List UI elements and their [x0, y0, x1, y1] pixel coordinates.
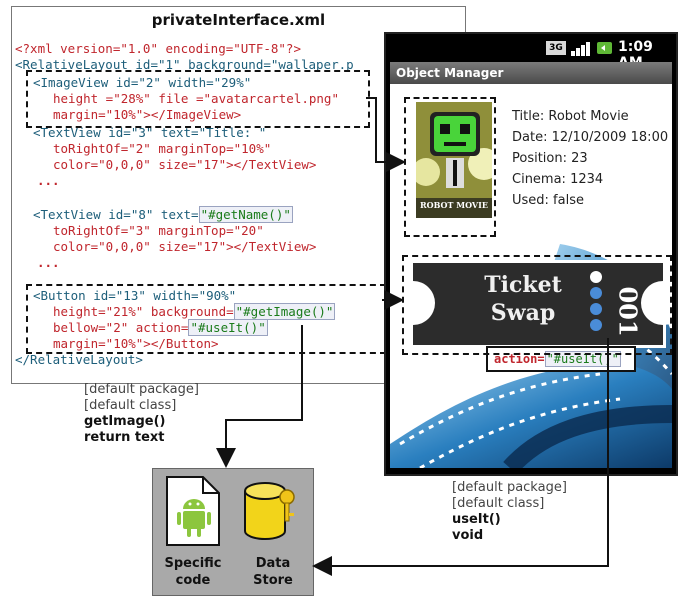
getname-binding: "#getName()" [198, 206, 293, 223]
specific-code-label: Specific code [153, 555, 233, 589]
textview8-line-2: toRightOf="3" marginTop="20" [53, 223, 264, 238]
robot-avatar-icon [416, 102, 492, 198]
movie-info-list: Title: Robot Movie Date: 12/10/2009 18:0… [512, 106, 668, 211]
imageview-line-3: margin="10%"></ImageView> [53, 107, 242, 122]
specific-code-label-line-1: Specific [164, 556, 222, 571]
specific-code-label-line-2: code [175, 573, 211, 588]
textview3-line-3: color="0,0,0" size="17"></TextView> [53, 157, 317, 172]
button-line-3: bellow="2" action="#useIt()" [53, 319, 268, 336]
arrow-imageview-to-poster [366, 97, 406, 172]
action-attr: action= [494, 352, 545, 366]
backend-box: Specific code Data Store [152, 468, 314, 596]
app-title-bar: Object Manager [390, 62, 672, 84]
useit-method: useIt() [452, 512, 501, 527]
ticket-label: Ticket Swap [473, 271, 573, 327]
relativelayout-close-line: </RelativeLayout> [15, 352, 143, 367]
phone-screen: 3G 1:09 AM Object Manager [390, 34, 672, 468]
poster-caption: ROBOT MOVIE [420, 200, 488, 210]
ellipsis-2: ... [37, 255, 60, 270]
getimage-return: return text [84, 430, 165, 445]
android-phone: 3G 1:09 AM Object Manager [384, 32, 678, 476]
database-key-icon [244, 482, 295, 540]
info-date: Date: 12/10/2009 18:00 [512, 130, 669, 145]
info-title: Title: Robot Movie [512, 109, 629, 124]
network-3g-icon: 3G [546, 41, 566, 55]
ellipsis-1: ... [37, 173, 60, 188]
xml-file-title: privateInterface.xml [151, 11, 326, 29]
getimage-binding: "#getImage()" [233, 303, 336, 320]
data-store-label-line-1: Data [255, 556, 291, 571]
data-store-label-line-2: Store [253, 573, 293, 588]
textview8-line-3: color="0,0,0" size="17"></TextView> [53, 239, 317, 254]
ticket-perforation-icon [590, 271, 602, 331]
useit-return: void [452, 528, 484, 543]
textview3-line-1: <TextView id="3" text="Title: " [33, 125, 267, 140]
useit-class: [default class] [452, 496, 545, 511]
arrow-getimage-to-store [216, 325, 303, 468]
imageview-line-2: height ="28%" file ="avatarcartel.png" [53, 91, 339, 106]
textview3-line-2: toRightOf="2" marginTop="10%" [53, 141, 272, 156]
code-file-icon [166, 476, 220, 546]
movie-poster-image: ROBOT MOVIE [414, 100, 494, 220]
action-value: "#useIt()" [544, 351, 621, 367]
signal-bars-icon [571, 42, 590, 56]
useit-package: [default package] [452, 480, 567, 495]
info-position: Position: 23 [512, 151, 588, 166]
button-line-1: <Button id="13" width="90%" [33, 288, 237, 303]
info-cinema: Cinema: 1234 [512, 172, 604, 187]
useit-note: [default package] [default class] useIt(… [452, 480, 567, 544]
imageview-line-1: <ImageView id="2" width="29%" [33, 75, 252, 90]
arrow-useit-to-store [312, 338, 609, 576]
getimage-class: [default class] [84, 398, 177, 413]
ticket-notch-right [641, 281, 672, 325]
getimage-package: [default package] [84, 382, 199, 397]
useit-binding: "#useIt()" [188, 319, 268, 336]
button-line-4: margin="10%"></Button> [53, 336, 219, 351]
relativelayout-open-line: <RelativeLayout id="1" background="walla… [15, 57, 354, 72]
getimage-note: [default package] [default class] getIma… [84, 382, 199, 446]
button-line-2: height="21%" background="#getImage()" [53, 303, 336, 320]
getimage-method: getImage() [84, 414, 166, 429]
data-store-label: Data Store [233, 555, 313, 589]
ticket-label-line-1: Ticket [484, 272, 562, 298]
ticket-label-line-2: Swap [490, 300, 556, 326]
action-callout: action="#useIt()" [486, 346, 636, 372]
textview8-line-1: <TextView id="8" text="#getName()" [33, 206, 293, 223]
info-used: Used: false [512, 193, 584, 208]
battery-icon [597, 42, 612, 54]
xml-declaration-line: <?xml version="1.0" encoding="UTF-8"?> [15, 41, 301, 56]
